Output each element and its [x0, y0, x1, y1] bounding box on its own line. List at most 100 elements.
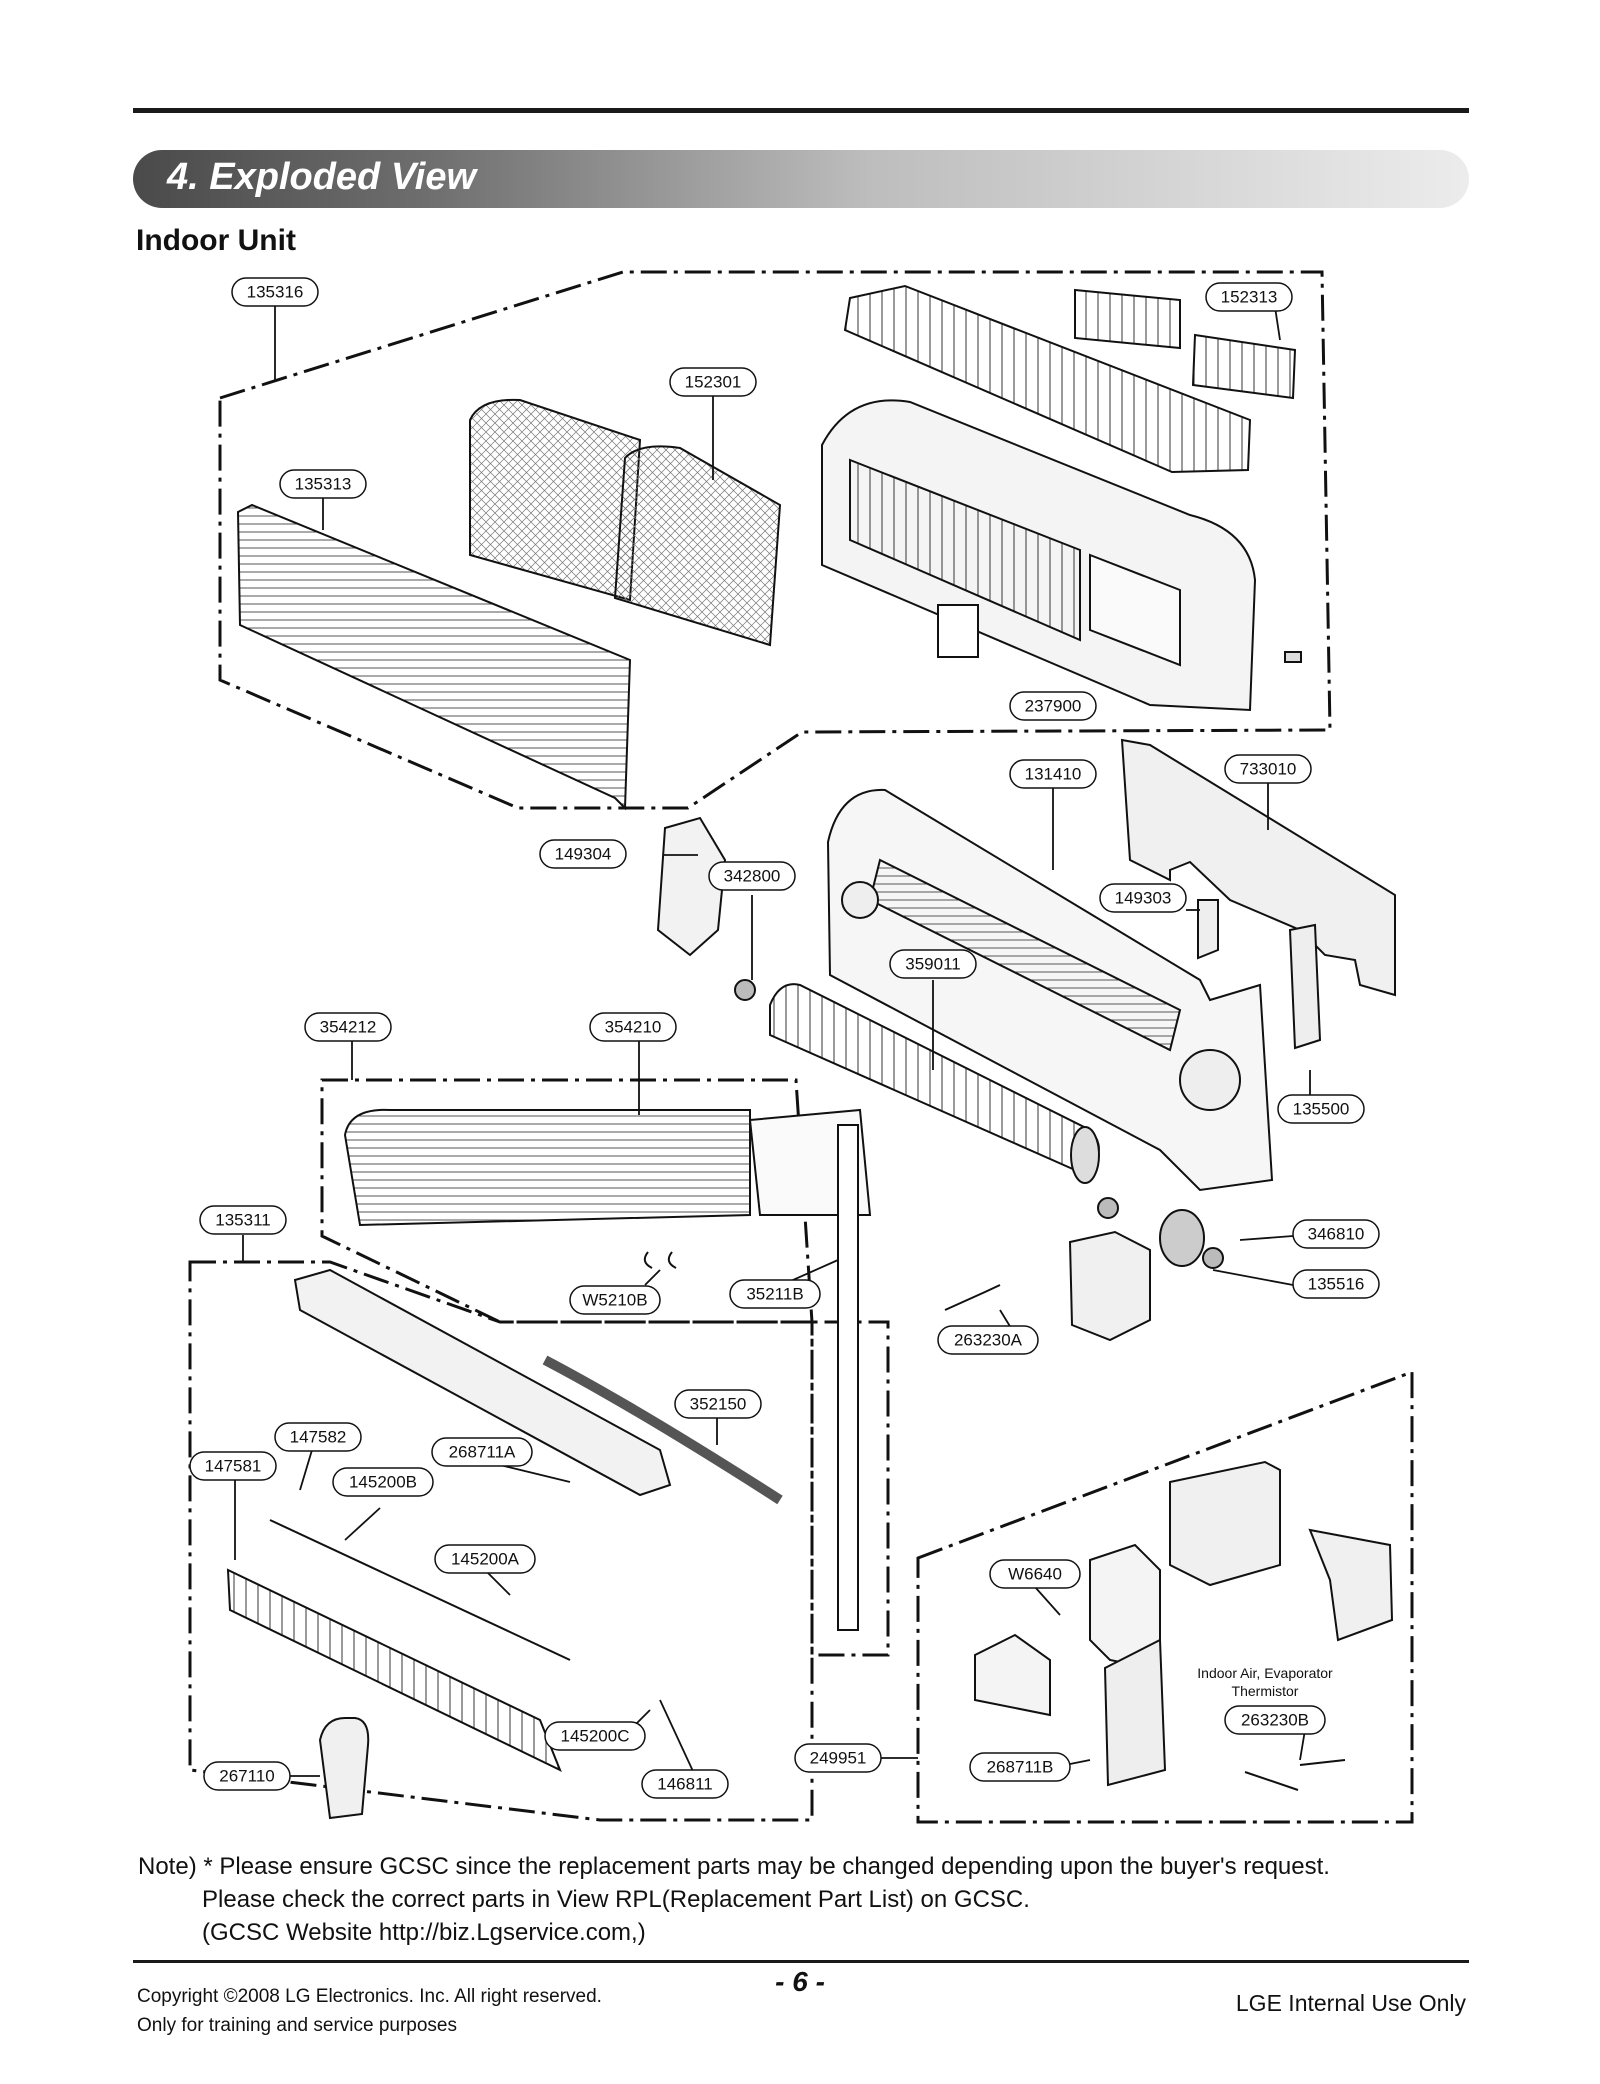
callout-135500: 135500 [1277, 1094, 1365, 1124]
parts-drawing [226, 284, 1396, 1820]
svg-text:W6640: W6640 [1008, 1565, 1062, 1584]
internal-use-text: LGE Internal Use Only [1235, 1990, 1466, 2016]
svg-text:359011: 359011 [905, 955, 960, 974]
svg-text:135316: 135316 [247, 283, 304, 302]
footer-left: Copyright ©2008 LG Electronics. Inc. All… [137, 1982, 602, 2040]
diagram-subtitle: Indoor Unit [136, 224, 296, 257]
note-line-1: Note) * Please ensure GCSC since the rep… [138, 1853, 1330, 1880]
callout-147582: 147582 [274, 1422, 362, 1452]
svg-text:35211B: 35211B [746, 1285, 803, 1304]
svg-text:W5210B: W5210B [582, 1291, 647, 1310]
base-chassis [826, 788, 1274, 1192]
left-holder [656, 816, 727, 957]
note-line-3: (GCSC Website http://biz.Lgservice.com,) [202, 1919, 646, 1946]
svg-text:733010: 733010 [1240, 760, 1297, 779]
drain-pipe [837, 1124, 859, 1631]
callout-359011: 359011 [889, 949, 977, 979]
bearing [734, 979, 756, 1001]
thermistor-annotation-line1: Indoor Air, Evaporator [1197, 1665, 1333, 1681]
svg-text:145200B: 145200B [349, 1473, 417, 1492]
callout-354210: 354210 [589, 1012, 677, 1042]
connecting-wire-263230A [944, 1284, 1001, 1311]
callout-145200B: 145200B [332, 1467, 434, 1497]
svg-text:147581: 147581 [205, 1457, 262, 1476]
svg-text:146811: 146811 [657, 1775, 712, 1794]
front-chassis [821, 399, 1302, 712]
callout-733010: 733010 [1224, 754, 1312, 784]
section-title: 4. Exploded View [167, 156, 477, 198]
callout-268711A: 268711A [431, 1437, 533, 1467]
callout-W5210B: W5210B [569, 1285, 661, 1315]
svg-text:135500: 135500 [1293, 1100, 1350, 1119]
svg-text:131410: 131410 [1025, 765, 1082, 784]
copyright-text: Copyright ©2008 LG Electronics. Inc. All… [137, 1986, 602, 2007]
callout-352150: 352150 [674, 1389, 762, 1419]
svg-text:346810: 346810 [1308, 1225, 1365, 1244]
callout-342800: 342800 [708, 861, 796, 891]
svg-text:268711A: 268711A [449, 1443, 516, 1462]
svg-text:342800: 342800 [724, 867, 781, 886]
svg-text:249951: 249951 [810, 1749, 867, 1768]
callout-354212: 354212 [304, 1012, 392, 1042]
callout-135516: 135516 [1292, 1269, 1380, 1299]
callout-346810: 346810 [1292, 1219, 1380, 1249]
svg-text:152301: 152301 [685, 373, 742, 392]
callout-268711B: 268711B [969, 1752, 1071, 1782]
purpose-text: Only for training and service purposes [137, 2015, 457, 2036]
callout-149303: 149303 [1099, 883, 1187, 913]
thermistor-annotation-line2: Thermistor [1232, 1683, 1299, 1699]
svg-text:149304: 149304 [555, 845, 612, 864]
note: Note) * Please ensure GCSC since the rep… [138, 1850, 1330, 1949]
callout-152301: 152301 [669, 367, 757, 397]
callout-267110: 267110 [203, 1761, 291, 1791]
svg-text:354212: 354212 [320, 1018, 377, 1037]
note-line-2: Please check the correct parts in View R… [202, 1886, 1030, 1913]
svg-text:354210: 354210 [605, 1018, 662, 1037]
callout-249951: 249951 [794, 1743, 882, 1773]
callout-135311: 135311 [199, 1205, 287, 1235]
callout-131410: 131410 [1009, 759, 1097, 789]
top-grille [843, 284, 1252, 474]
svg-text:135313: 135313 [295, 475, 352, 494]
svg-text:268711B: 268711B [987, 1758, 1054, 1777]
callout-263230A: 263230A [937, 1325, 1039, 1355]
callout-135316: 135316 [231, 277, 319, 307]
bracket-149303 [1197, 899, 1219, 960]
svg-text:147582: 147582 [290, 1428, 347, 1447]
svg-text:352150: 352150 [690, 1395, 747, 1414]
svg-text:152313: 152313 [1221, 288, 1278, 307]
callout-135313: 135313 [279, 469, 367, 499]
evaporator [343, 1108, 872, 1227]
cross-flow-fan [769, 983, 1100, 1184]
callout-237900: 237900 [1009, 691, 1097, 721]
air-filters [469, 398, 782, 647]
callout-147581: 147581 [189, 1451, 277, 1481]
svg-text:145200C: 145200C [560, 1727, 629, 1746]
front-panel-group-border [218, 270, 1332, 810]
deodorizing-filters [1074, 288, 1297, 400]
svg-text:263230A: 263230A [954, 1331, 1023, 1350]
svg-text:149303: 149303 [1115, 889, 1172, 908]
drain-holder [1288, 923, 1322, 1050]
svg-text:267110: 267110 [219, 1767, 274, 1786]
svg-text:135311: 135311 [215, 1211, 270, 1230]
control-box [974, 1460, 1394, 1791]
callout-35211B: 35211B [729, 1279, 821, 1309]
svg-text:263230B: 263230B [1241, 1711, 1309, 1730]
vane-assembly [226, 1268, 783, 1773]
remote-controller [318, 1717, 370, 1820]
callout-145200C: 145200C [544, 1721, 646, 1751]
svg-text:237900: 237900 [1025, 697, 1082, 716]
callout-145200A: 145200A [434, 1544, 536, 1574]
part-callouts: 135316 152313 152301 135313 237900 13141… [189, 277, 1380, 1799]
fan-motor [1068, 1197, 1224, 1342]
callout-152313: 152313 [1205, 282, 1293, 312]
callout-149304: 149304 [539, 839, 627, 869]
callout-263230B: 263230B [1224, 1705, 1326, 1735]
page-number: - 6 - [775, 1966, 825, 1997]
footer-rule [133, 1960, 1469, 1963]
section-banner: 4. Exploded View [133, 150, 1469, 208]
callout-146811: 146811 [641, 1769, 729, 1799]
svg-text:145200A: 145200A [451, 1550, 520, 1569]
